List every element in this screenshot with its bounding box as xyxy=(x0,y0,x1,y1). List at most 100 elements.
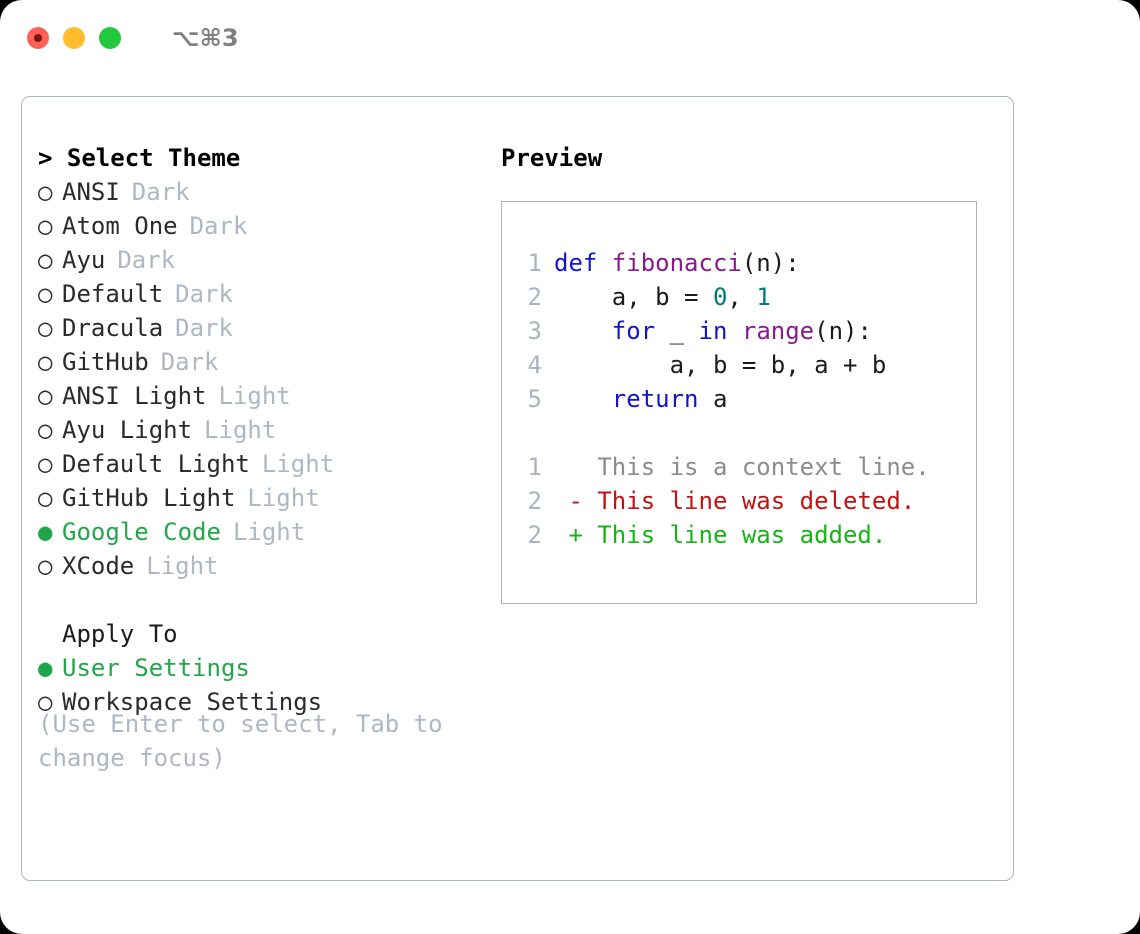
radio-unselected-icon: ○ xyxy=(38,348,53,376)
apply-to-header: Apply To xyxy=(62,620,178,648)
diff-line-text: This is a context line. xyxy=(554,453,930,481)
diff-line-text: + This line was added. xyxy=(554,521,887,549)
radio-unselected-icon: ○ xyxy=(38,212,53,240)
code-token-pl: , xyxy=(727,283,757,311)
code-line: 3 for _ in range(n): xyxy=(514,314,976,348)
line-number: 2 xyxy=(527,487,542,515)
diff-sample: 1 This is a context line.2 - This line w… xyxy=(514,450,976,552)
line-number: 5 xyxy=(527,385,542,413)
code-token-pl: a, b = b, a + b xyxy=(554,351,887,379)
theme-option-github-light[interactable]: ○ GitHub Light Light xyxy=(38,481,488,515)
theme-option-xcode[interactable]: ○ XCode Light xyxy=(38,549,488,583)
apply-to-option-label: Workspace Settings xyxy=(62,688,323,716)
code-line: 4 a, b = b, a + b xyxy=(514,348,976,382)
theme-option-label: XCode xyxy=(62,552,135,580)
theme-option-kind: Light xyxy=(204,416,277,444)
apply-to-list: ●User Settings ○ Workspace Settings xyxy=(38,651,488,719)
code-line-text: a, b = 0, 1 xyxy=(554,280,771,314)
line-number: 2 xyxy=(527,521,542,549)
keyboard-hint-text: (Use Enter to select, Tab to change focu… xyxy=(38,710,458,772)
theme-option-kind: Dark xyxy=(117,246,176,274)
code-token-fn: range xyxy=(741,317,815,345)
diff-line-add: 2 + This line was added. xyxy=(514,518,976,552)
code-token-pl xyxy=(727,317,741,345)
apply-to-option-user-settings[interactable]: ●User Settings xyxy=(38,651,488,685)
preview-title: Preview xyxy=(501,144,603,172)
theme-option-label: ANSI xyxy=(62,178,120,206)
code-line-text: return a xyxy=(554,382,728,416)
code-token-pl: (n): xyxy=(741,249,800,277)
diff-line-del: 2 - This line was deleted. xyxy=(514,484,976,518)
code-token-kw: return xyxy=(611,385,699,413)
radio-unselected-icon: ○ xyxy=(38,382,53,410)
code-line-text: def fibonacci(n): xyxy=(554,246,800,280)
theme-option-ansi[interactable]: ○ ANSI Dark xyxy=(38,175,488,209)
theme-option-label: ANSI Light xyxy=(62,382,207,410)
line-number: 4 xyxy=(527,351,542,379)
theme-option-google-code[interactable]: ● Google Code Light xyxy=(38,515,488,549)
close-button-icon[interactable] xyxy=(27,27,49,49)
code-token-pl: _ xyxy=(655,317,699,345)
theme-option-label: GitHub Light xyxy=(62,484,236,512)
theme-option-kind: Dark xyxy=(160,348,219,376)
select-theme-header: > Select Theme xyxy=(38,144,241,172)
code-token-pl: a xyxy=(698,385,728,413)
code-token-pl: a, b = xyxy=(554,283,713,311)
theme-option-label: Dracula xyxy=(62,314,164,342)
line-number: 3 xyxy=(527,317,542,345)
theme-option-label: Ayu xyxy=(62,246,106,274)
diff-line-text: - This line was deleted. xyxy=(554,487,916,515)
radio-unselected-icon: ○ xyxy=(38,688,53,716)
minimize-button-icon[interactable] xyxy=(63,27,85,49)
radio-unselected-icon: ○ xyxy=(38,178,53,206)
radio-unselected-icon: ○ xyxy=(38,416,53,444)
theme-option-kind: Light xyxy=(247,484,320,512)
theme-option-ayu[interactable]: ○ Ayu Dark xyxy=(38,243,488,277)
window-controls xyxy=(27,27,121,49)
code-token-num: 0 xyxy=(712,283,728,311)
line-number: 1 xyxy=(527,453,542,481)
keyboard-shortcut-label: ⌥⌘3 xyxy=(172,24,239,52)
code-token-fn: fibonacci xyxy=(611,249,742,277)
theme-option-label: Google Code xyxy=(62,518,221,546)
code-line-text: for _ in range(n): xyxy=(554,314,872,348)
theme-option-kind: Light xyxy=(232,518,306,546)
apply-to-option-workspace-settings[interactable]: ○ Workspace Settings xyxy=(38,685,488,719)
theme-option-kind: Dark xyxy=(131,178,190,206)
radio-unselected-icon: ○ xyxy=(38,246,53,274)
line-number: 2 xyxy=(527,283,542,311)
code-token-kw: def xyxy=(554,249,612,277)
code-token-kw: for xyxy=(611,317,656,345)
code-line: 5 return a xyxy=(514,382,976,416)
theme-option-label: Ayu Light xyxy=(62,416,193,444)
radio-unselected-icon: ○ xyxy=(38,314,53,342)
maximize-button-icon[interactable] xyxy=(99,27,121,49)
code-token-pl xyxy=(554,385,612,413)
radio-selected-icon: ● xyxy=(38,518,53,546)
theme-option-kind: Light xyxy=(261,450,335,478)
radio-unselected-icon: ○ xyxy=(38,552,53,580)
theme-option-label: Default Light xyxy=(62,450,250,478)
apply-to-option-label: User Settings xyxy=(62,654,250,682)
code-line-text: a, b = b, a + b xyxy=(554,348,887,382)
theme-option-ayu-light[interactable]: ○ Ayu Light Light xyxy=(38,413,488,447)
radio-unselected-icon: ○ xyxy=(38,280,53,308)
code-line: 2 a, b = 0, 1 xyxy=(514,280,976,314)
theme-option-kind: Light xyxy=(146,552,219,580)
diff-line-ctx: 1 This is a context line. xyxy=(514,450,976,484)
radio-unselected-icon: ○ xyxy=(38,484,53,512)
theme-option-kind: Dark xyxy=(189,212,248,240)
